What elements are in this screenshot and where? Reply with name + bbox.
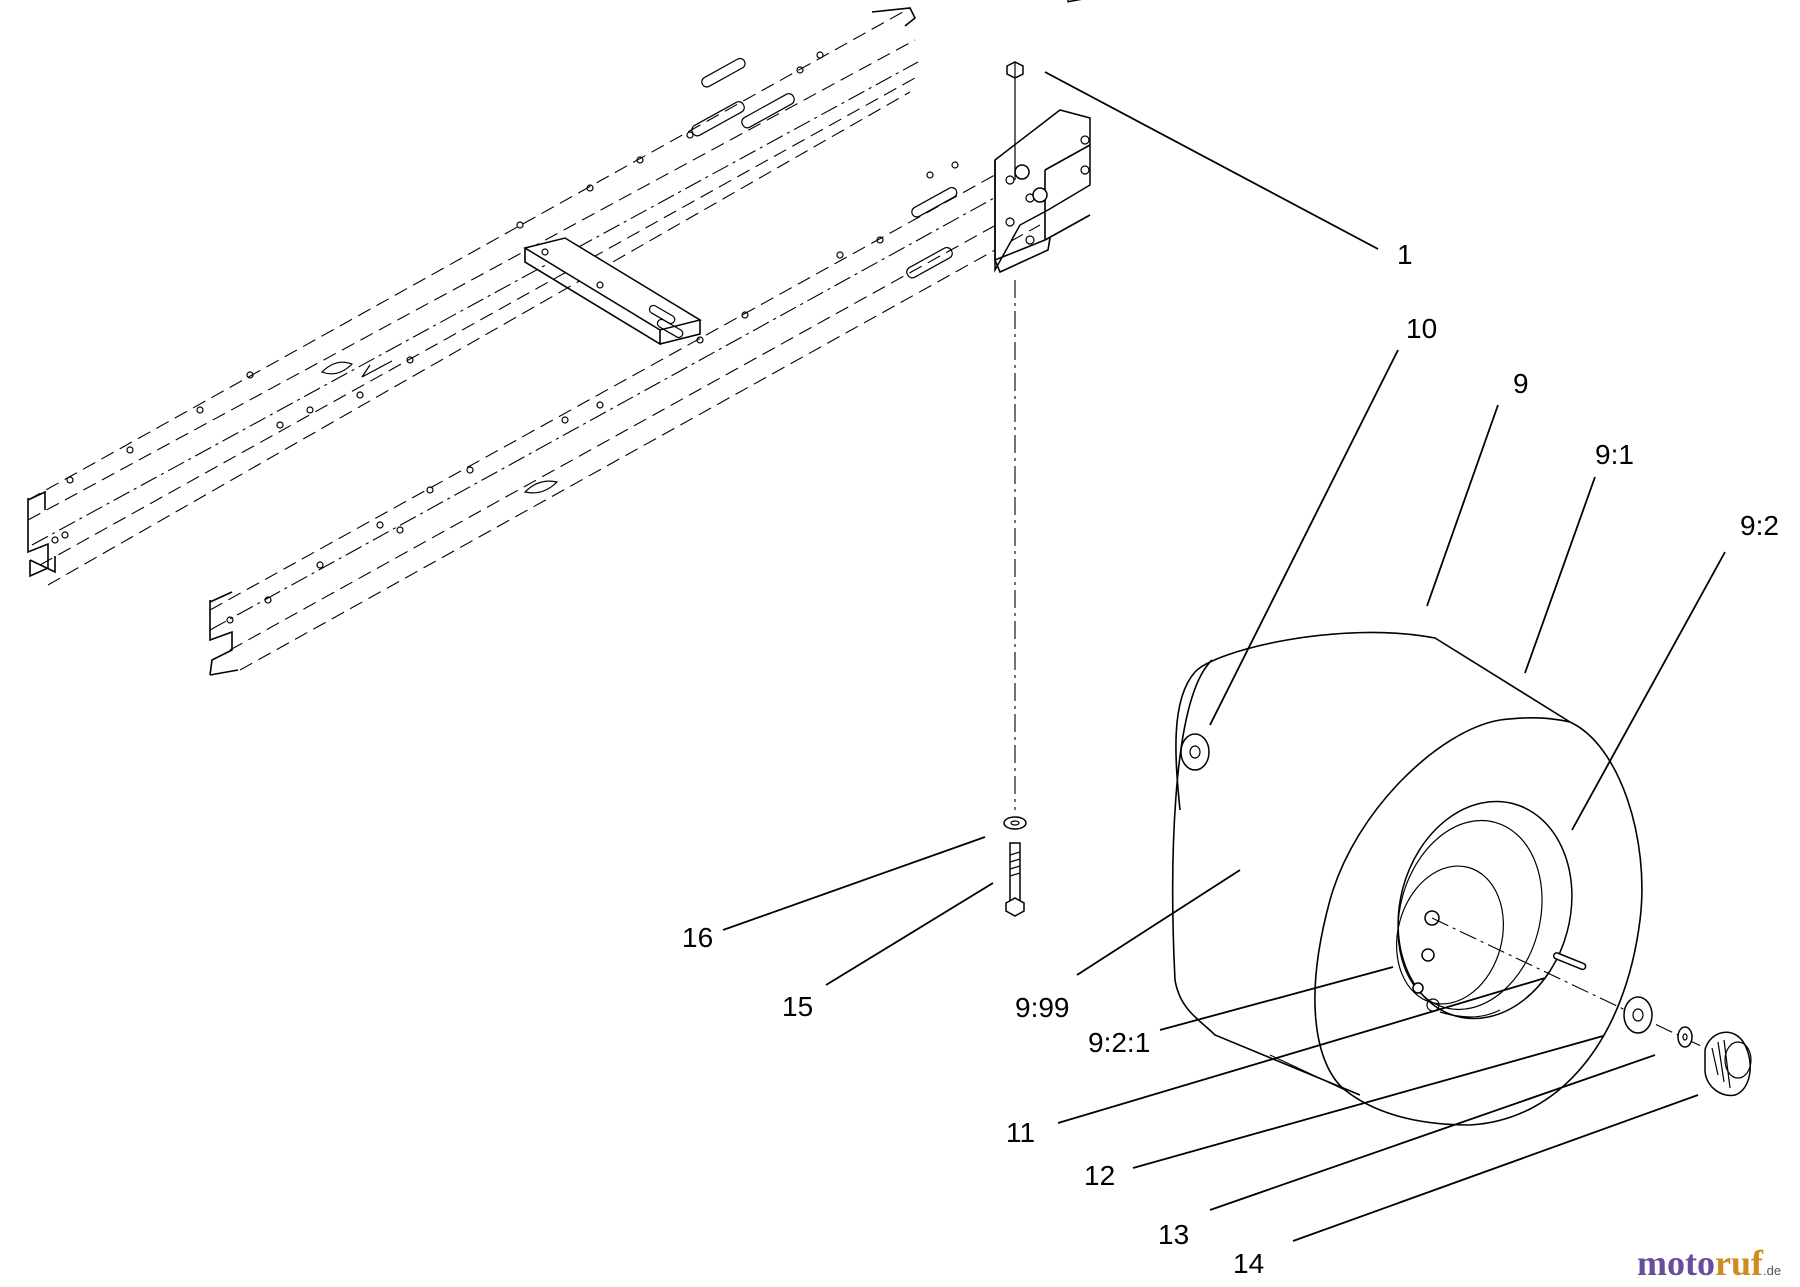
callout-16: 16 [682, 922, 713, 953]
watermark-part-b: ruf [1715, 1243, 1764, 1283]
svg-text:motoruf.de: motoruf.de [1637, 1243, 1781, 1283]
leader-11 [1057, 977, 1546, 1124]
leader-16 [722, 836, 986, 931]
bolt-icon [1005, 842, 1025, 917]
callout-9-2: 9:2 [1740, 510, 1779, 541]
callout-labels: 1 10 9 9:1 9:2 16 15 9:99 9:2:1 11 12 13… [682, 239, 1779, 1279]
leader-15 [825, 882, 994, 986]
leader-9-2 [1571, 551, 1726, 831]
hub-cap-icon [1704, 1031, 1752, 1097]
leader-12 [1132, 1035, 1604, 1169]
callout-10: 10 [1406, 313, 1437, 344]
watermark-logo: motoruf.de [1637, 1243, 1781, 1283]
leader-9-99 [1076, 869, 1241, 976]
frame-rail-right [209, 149, 1051, 676]
callout-9-2-1: 9:2:1 [1088, 1027, 1150, 1058]
callout-9-99: 9:99 [1015, 992, 1070, 1023]
wheel-assembly [1171, 631, 1752, 1126]
leader-13 [1209, 1054, 1656, 1211]
rail-holes [51, 51, 824, 544]
callout-9-1: 9:1 [1595, 439, 1634, 470]
watermark-part-a: moto [1637, 1243, 1715, 1283]
tire-washer-icon [1180, 733, 1210, 771]
frame-rail-left [27, 7, 919, 586]
bracket-fasteners [1003, 61, 1027, 917]
wheel-rim-icon [1396, 800, 1573, 1020]
retaining-clip-icon [1677, 1026, 1693, 1048]
frame-crossmember [523, 237, 702, 346]
callout-15: 15 [782, 991, 813, 1022]
frame-assembly [27, 0, 1091, 676]
leader-10 [1209, 349, 1399, 726]
callout-11: 11 [1006, 1117, 1035, 1148]
leader-14 [1292, 1094, 1699, 1242]
rail-holes-front [226, 161, 959, 624]
callout-13: 13 [1158, 1219, 1189, 1250]
callout-1: 1 [1397, 239, 1413, 270]
key-icon [1552, 952, 1587, 971]
washer-icon [1003, 816, 1027, 830]
leader-lines [722, 71, 1726, 1242]
leader-1 [1044, 71, 1379, 250]
leader-9-1 [1524, 476, 1596, 674]
callout-12: 12 [1084, 1160, 1115, 1191]
leader-9-2-1 [1159, 966, 1394, 1031]
leader-9 [1426, 404, 1499, 607]
callout-9: 9 [1513, 368, 1529, 399]
nut-icon [1006, 61, 1024, 79]
tire-icon [1171, 631, 1643, 1126]
callout-14: 14 [1233, 1248, 1264, 1279]
axle-washer-icon [1623, 996, 1653, 1034]
axle-bracket [994, 0, 1091, 274]
watermark-suffix: .de [1763, 1263, 1781, 1278]
